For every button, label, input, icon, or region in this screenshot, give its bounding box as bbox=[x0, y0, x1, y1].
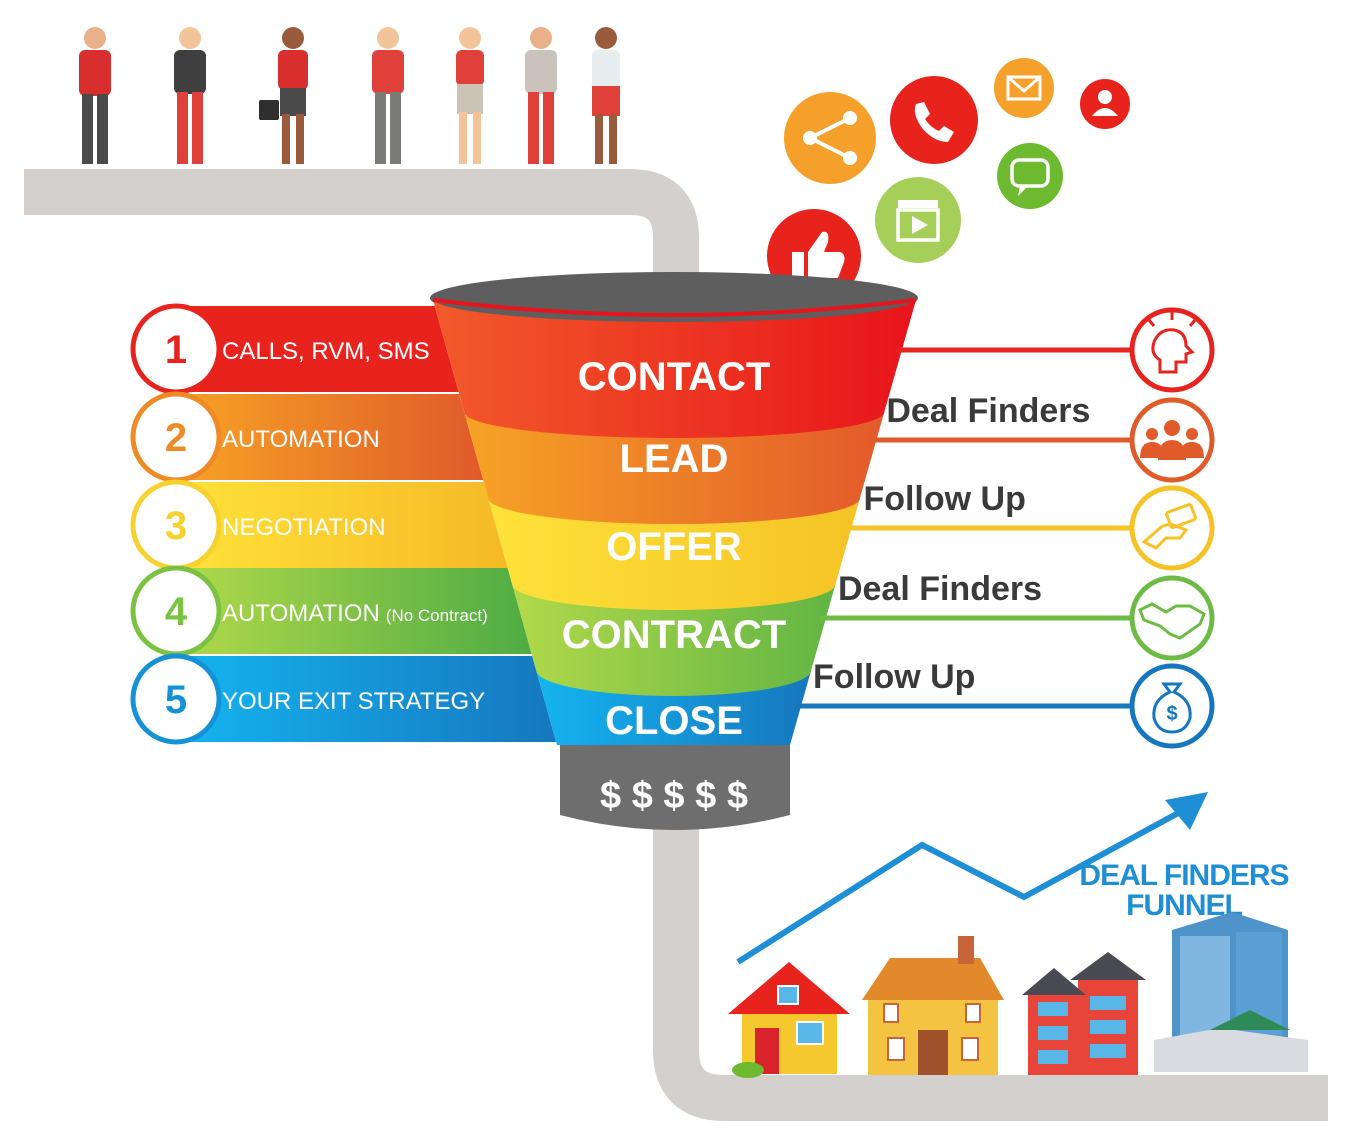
step-2: 2 AUTOMATION bbox=[130, 391, 484, 483]
step-label: AUTOMATION(No Contract) bbox=[222, 600, 488, 627]
growth-arrow bbox=[736, 792, 1208, 965]
right-row-label: Follow Up bbox=[813, 658, 975, 696]
funnel-stage-contract bbox=[512, 584, 836, 696]
right-row-1 bbox=[895, 307, 1215, 393]
right-row-5: $ Follow Up bbox=[795, 658, 1215, 749]
office-building bbox=[1154, 912, 1308, 1072]
handshake-icon bbox=[1129, 575, 1215, 661]
right-row-4: Deal Finders bbox=[819, 570, 1215, 661]
step-bar bbox=[176, 656, 557, 742]
phone-icon bbox=[890, 76, 978, 164]
step-label: CALLS, RVM, SMS bbox=[222, 338, 430, 365]
share-icon bbox=[784, 92, 876, 184]
person-1 bbox=[79, 27, 111, 164]
mail-icon bbox=[994, 58, 1054, 118]
step-1: 1 CALLS, RVM, SMS bbox=[130, 303, 459, 395]
idea-head-icon bbox=[1129, 307, 1215, 393]
funnel-stage-lead bbox=[464, 412, 885, 524]
person-4 bbox=[372, 27, 404, 164]
step-number: 3 bbox=[165, 504, 187, 548]
right-row-label: Deal Finders bbox=[886, 392, 1090, 430]
funnel-stage-label: LEAD bbox=[620, 437, 729, 481]
social-icons bbox=[767, 58, 1130, 303]
person-5 bbox=[456, 27, 484, 164]
step-bar bbox=[176, 568, 532, 654]
video-icon bbox=[875, 177, 961, 263]
right-row-2: Deal Finders bbox=[870, 392, 1215, 483]
funnel: CONTACT LEAD OFFER CONTRACT CLOSE $ $ $ $ $ bbox=[430, 272, 918, 830]
funnel-stage-label: OFFER bbox=[606, 525, 742, 569]
person-7 bbox=[592, 27, 620, 164]
person-2 bbox=[174, 27, 206, 164]
spout-label: $ $ $ $ $ bbox=[600, 775, 748, 817]
brand-title-line1: DEAL FINDERS bbox=[1079, 859, 1288, 892]
user-icon bbox=[1080, 79, 1130, 129]
pipe bbox=[24, 169, 1328, 1121]
funnel-stage-contact bbox=[433, 300, 916, 438]
right-row-3: Follow Up bbox=[845, 480, 1215, 571]
house-1 bbox=[728, 962, 850, 1078]
house-3 bbox=[1022, 952, 1146, 1075]
step-5: 5 YOUR EXIT STRATEGY bbox=[130, 653, 557, 745]
right-row-label: Follow Up bbox=[863, 480, 1025, 518]
funnel-spout bbox=[560, 745, 790, 830]
svg-text:$: $ bbox=[1166, 703, 1177, 725]
step-bar bbox=[176, 306, 459, 392]
chat-icon bbox=[997, 143, 1063, 209]
funnel-stage-label: CONTACT bbox=[578, 355, 771, 399]
person-3 bbox=[259, 27, 308, 164]
step-number: 2 bbox=[165, 416, 187, 460]
step-label: NEGOTIATION bbox=[222, 514, 386, 541]
funnel-stage-label: CLOSE bbox=[605, 699, 743, 743]
step-bar bbox=[176, 482, 508, 568]
step-bar bbox=[176, 394, 484, 480]
step-number: 1 bbox=[165, 328, 187, 372]
house-2 bbox=[862, 936, 1004, 1075]
funnel-stage-offer bbox=[488, 498, 860, 610]
step-number-circle bbox=[130, 653, 222, 745]
step-3: 3 NEGOTIATION bbox=[130, 479, 508, 571]
step-number: 4 bbox=[165, 590, 188, 634]
person-6 bbox=[525, 27, 557, 164]
step-label: AUTOMATION bbox=[222, 426, 380, 453]
step-bars: 1 CALLS, RVM, SMS 2 AUTOMATION 3 NEGOTIATION 4… bbox=[130, 303, 557, 745]
people-row bbox=[79, 27, 620, 164]
funnel-stage-label: CONTRACT bbox=[562, 613, 786, 657]
right-row-label: Deal Finders bbox=[838, 570, 1042, 608]
step-number: 5 bbox=[165, 678, 187, 722]
houses bbox=[728, 912, 1308, 1078]
step-4: 4 AUTOMATION(No Contract) bbox=[130, 565, 532, 657]
step-label: YOUR EXIT STRATEGY bbox=[222, 688, 485, 715]
money-bag-icon bbox=[1129, 663, 1215, 749]
